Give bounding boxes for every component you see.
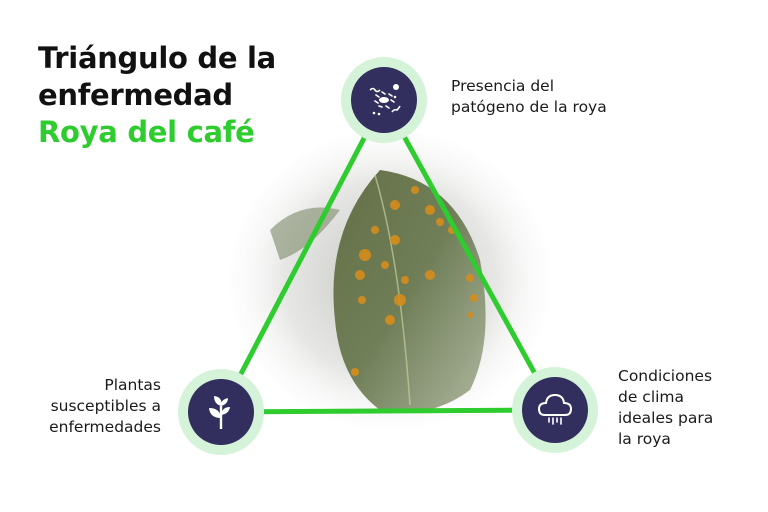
pathogen-icon (369, 84, 401, 116)
title-line-1: Triángulo de la (38, 41, 276, 75)
node-pathogen-circle (351, 67, 417, 133)
label-pathogen: Presencia del patógeno de la roya (451, 77, 607, 116)
label-host: Plantas susceptibles a enfermedades (49, 376, 161, 436)
node-host-circle (188, 379, 254, 445)
node-pathogen (341, 57, 427, 143)
rain-cloud-icon (537, 393, 573, 425)
plant-sprout-icon (209, 396, 230, 429)
node-environment-circle (522, 377, 588, 443)
label-environment: Condiciones de clima ideales para la roy… (618, 367, 714, 448)
disease-triangle (218, 97, 558, 415)
node-environment (512, 367, 598, 453)
page-title: Triángulo de la enfermedad Roya del café (38, 40, 276, 151)
node-host (178, 369, 264, 455)
leaf-photo (230, 130, 550, 430)
title-subtitle: Roya del café (38, 115, 255, 149)
title-line-2: enfermedad (38, 78, 233, 112)
